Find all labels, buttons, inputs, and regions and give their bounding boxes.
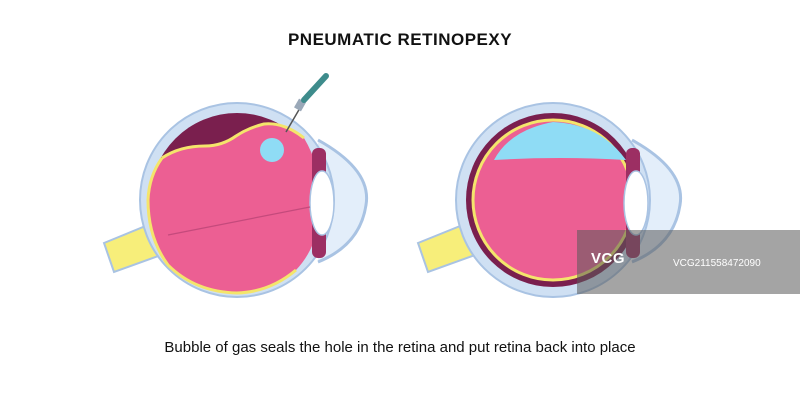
watermark: VCG VCG211558472090: [577, 230, 800, 294]
caption: Bubble of gas seals the hole in the reti…: [164, 339, 636, 356]
gas-bubble-cap: [494, 122, 626, 160]
watermark-logo-icon: VCG: [591, 250, 626, 267]
lens-right: [623, 170, 649, 236]
retina-left: [146, 122, 305, 295]
vitreous-left: [148, 123, 322, 294]
needle-icon: [285, 73, 329, 133]
gas-bubble-icon: [260, 138, 284, 162]
watermark-id: VCG211558472090: [673, 258, 761, 269]
visual-axis-left: [167, 206, 311, 236]
page-title: PNEUMATIC RETINOPEXY: [287, 30, 513, 49]
lens-left: [309, 170, 335, 236]
